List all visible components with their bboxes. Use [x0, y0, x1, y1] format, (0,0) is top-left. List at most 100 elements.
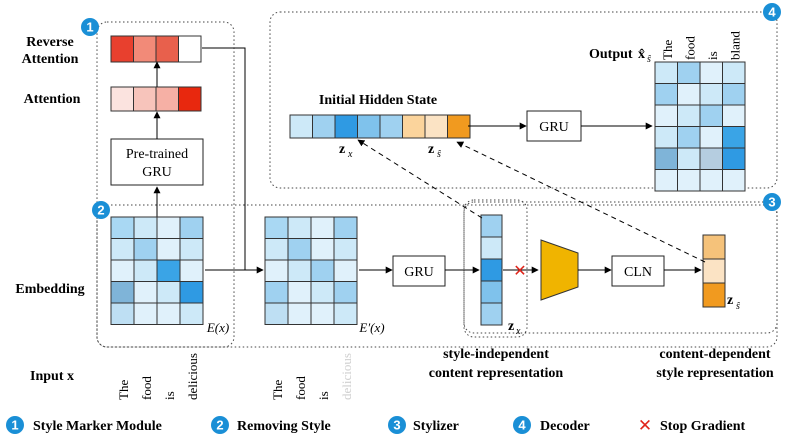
content-dependent-caption-line2: style representation	[656, 366, 774, 381]
embedding-prime-cell	[310, 259, 335, 282]
output-cell	[654, 147, 678, 170]
zs-vector	[702, 234, 726, 308]
output-cell	[699, 126, 723, 149]
embedding-prime-cell	[310, 216, 335, 239]
hidden-state-cell	[357, 114, 381, 139]
svg-text:z: z	[727, 293, 733, 308]
initial-hidden-state-vector	[289, 114, 471, 139]
embedding-cell	[179, 259, 204, 282]
svg-text:x̂: x̂	[638, 47, 645, 62]
reverse-attention-connector	[202, 47, 246, 270]
hidden-zx-label: z x	[339, 142, 353, 160]
svg-text:2: 2	[216, 418, 223, 433]
zx-cell	[480, 302, 503, 326]
embedding-cell	[110, 302, 135, 325]
input-token: delicious	[185, 353, 200, 400]
embedding-matrix	[110, 216, 204, 325]
zs-cell	[702, 234, 726, 260]
zx-cell	[480, 280, 503, 304]
output-matrix	[654, 61, 746, 192]
svg-text:4: 4	[768, 5, 776, 20]
output-cell	[722, 147, 746, 170]
cln-label: CLN	[624, 265, 652, 280]
output-cell	[722, 126, 746, 149]
input-token: is	[316, 391, 331, 400]
input-token: The	[116, 380, 131, 400]
output-cell	[654, 83, 678, 106]
output-cell	[677, 104, 701, 127]
reverse-attention-cell	[133, 35, 157, 63]
embedding-prime-cell	[287, 238, 312, 261]
embedding-prime-cell	[333, 281, 358, 304]
dashed-arrow-zs-to-hidden	[456, 141, 706, 263]
embedding-cell	[133, 281, 158, 304]
cln-box	[611, 255, 665, 287]
embedding-prime-cell	[287, 281, 312, 304]
badge-2: 2	[92, 201, 110, 219]
zx-cell	[480, 214, 503, 238]
output-label: Output x̂ ŝ	[589, 47, 651, 65]
zx-dotted-group	[463, 199, 528, 338]
embedding-cell	[156, 216, 181, 239]
input-token: food	[139, 376, 154, 400]
embedding-cell	[179, 302, 204, 325]
output-cell	[699, 61, 723, 84]
decoder-gru-box	[526, 110, 582, 142]
embedding-prime-matrix	[264, 216, 358, 325]
embedding-cell	[133, 216, 158, 239]
output-cell	[654, 61, 678, 84]
hidden-zs-label: z ŝ	[428, 142, 441, 160]
legend-item-4: 4 Decoder	[513, 416, 590, 434]
svg-text:z: z	[339, 142, 345, 157]
embedding-prime-cell	[264, 302, 289, 325]
embedding-prime-cell	[333, 216, 358, 239]
svg-text:Removing Style: Removing Style	[237, 419, 331, 434]
svg-text:ŝ: ŝ	[437, 149, 441, 160]
gru-label: GRU	[404, 265, 434, 280]
zs-cell	[702, 258, 726, 284]
badge-3: 3	[763, 193, 781, 211]
reverse-attention-cell	[110, 35, 134, 63]
embedding-prime-cell	[287, 259, 312, 282]
embedding-prime-cell	[310, 238, 335, 261]
embedding-cell	[133, 238, 158, 261]
svg-text:3: 3	[393, 418, 400, 433]
embedding-prime-cell	[287, 302, 312, 325]
embedding-prime-cell	[264, 238, 289, 261]
svg-text:1: 1	[86, 20, 93, 35]
embedding-cell	[179, 281, 204, 304]
output-cell	[699, 83, 723, 106]
embedding-prime-cell	[264, 259, 289, 282]
svg-text:Decoder: Decoder	[540, 419, 590, 434]
embedding-prime-cell	[310, 281, 335, 304]
legend: 1 Style Marker Module 2 Removing Style 3…	[6, 416, 746, 436]
stop-gradient-legend-icon: ✕	[638, 416, 652, 436]
svg-text:3: 3	[768, 195, 775, 210]
badge-1: 1	[81, 18, 99, 36]
zx-cell	[480, 258, 503, 282]
embedding-cell	[156, 281, 181, 304]
svg-text:Output: Output	[589, 47, 633, 62]
legend-item-2: 2 Removing Style	[211, 416, 331, 434]
embedding-cell	[133, 259, 158, 282]
input-x-label: Input x	[30, 369, 74, 384]
svg-text:ŝ: ŝ	[736, 301, 740, 312]
svg-text:4: 4	[518, 418, 526, 433]
attention-cell	[178, 86, 202, 112]
module-3-boundary	[463, 201, 778, 334]
module-1-boundary	[96, 21, 235, 348]
output-cell	[699, 147, 723, 170]
output-token: bland	[728, 31, 743, 60]
embedding-prime-cell	[310, 302, 335, 325]
output-cell	[699, 169, 723, 192]
embedding-cell	[156, 302, 181, 325]
hidden-state-cell	[312, 114, 336, 139]
embedding-prime-cell	[333, 259, 358, 282]
embedding-prime-cell	[287, 216, 312, 239]
output-cell	[677, 61, 701, 84]
svg-text:2: 2	[97, 203, 104, 218]
embedding-cell	[110, 259, 135, 282]
input-token: food	[293, 376, 308, 400]
